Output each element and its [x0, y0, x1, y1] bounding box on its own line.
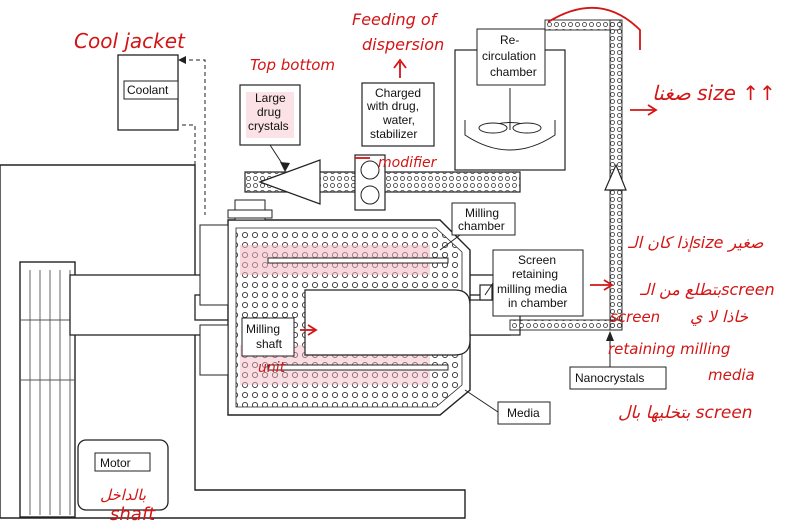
screen-label-1: Screen [518, 253, 556, 267]
screen-label-3: milling media [497, 282, 567, 296]
large-drug-label-2: drug [257, 105, 281, 119]
milling-chamber [228, 200, 470, 415]
annotation-modifier: modifier [378, 155, 438, 171]
milling-chamber-label-2: chamber [458, 219, 505, 233]
milling-shaft-label-2: shaft [256, 337, 283, 351]
annotation-feeding-1: Feeding of [352, 10, 439, 29]
large-drug-label-3: crystals [248, 119, 289, 133]
charged-label-4: stabilizer [370, 127, 417, 141]
annotation-size-up: صغنا size ↑↑ [652, 81, 776, 105]
annotation-top-bottom: Top bottom [250, 56, 335, 74]
screen-label-4: in chamber [508, 296, 567, 310]
annotation-unit: unit [258, 360, 286, 376]
annotation-feeding-2: dispersion [362, 35, 444, 54]
seal-plates [200, 225, 228, 375]
charged-label-2: with drug, [366, 99, 419, 113]
recirc-label-3: chamber [490, 65, 537, 79]
annotation-screen-bottom: بتخليها بال screen [618, 403, 753, 423]
coolant-label: Coolant [127, 83, 169, 97]
annotation-screen-line: بتطلع من الـscreen [639, 280, 775, 299]
screen-label-2: retaining [512, 267, 558, 281]
annotation-khadha: خاذا لا ي [690, 307, 748, 326]
charged-label-1: Charged [375, 86, 421, 100]
motor-label: Motor [100, 456, 131, 470]
charged-label-3: water, [382, 113, 415, 127]
recirc-label-2: circulation [482, 49, 536, 63]
nanocrystals-label: Nanocrystals [575, 371, 644, 385]
large-drug-label-1: Large [255, 91, 286, 105]
annotation-size-reduce: إذا كان الـsize صغير [627, 233, 764, 252]
annotation-screen-word: screen [610, 308, 660, 326]
annotation-media: media [708, 366, 755, 384]
milling-chamber-label-1: Milling [465, 206, 499, 220]
media-label: Media [507, 406, 540, 420]
annotation-shaft-arabic: بالداخل [100, 486, 146, 504]
annotation-cool-jacket: Cool jacket [74, 29, 186, 53]
annotation-shaft: shaft [110, 504, 156, 525]
milling-shaft-label-1: Milling [246, 322, 280, 336]
recirc-label-1: Re- [500, 33, 519, 47]
annotation-retaining: retaining milling [608, 340, 730, 358]
